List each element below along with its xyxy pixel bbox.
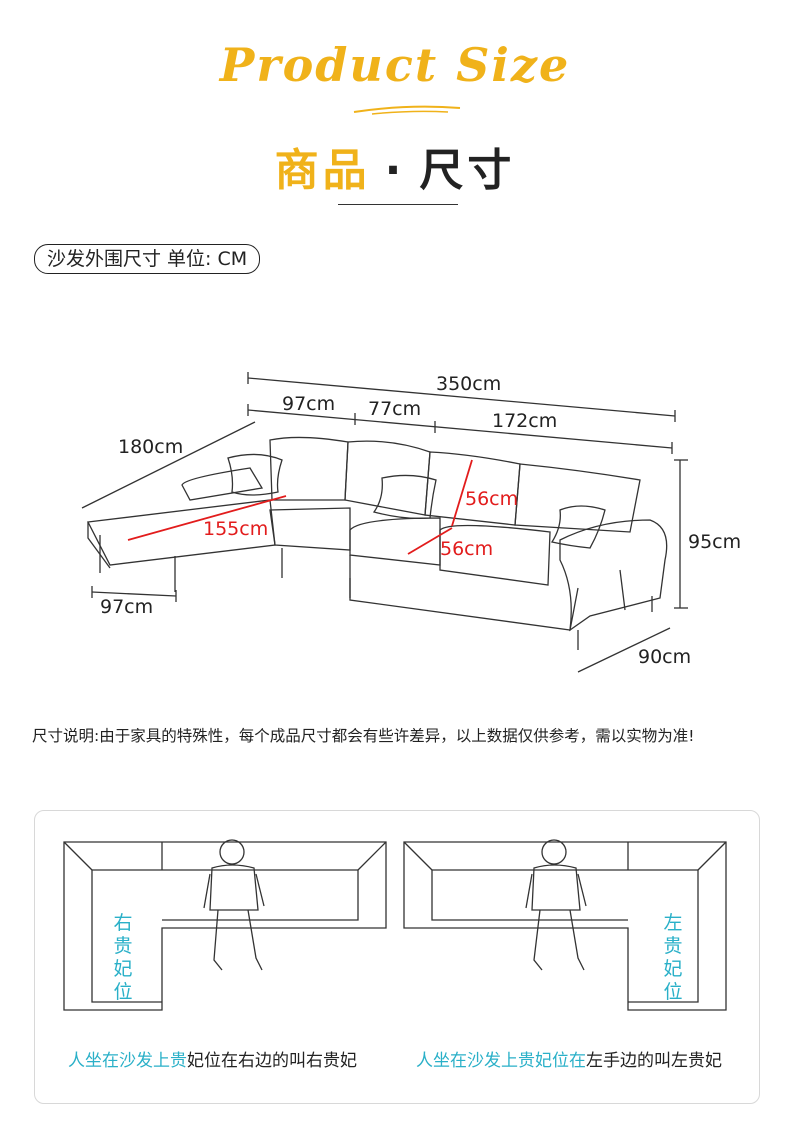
orientation-diagrams [63, 839, 727, 1011]
caption-right-chaise-dark: 妃位在右边的叫右贵妃 [187, 1051, 357, 1071]
label-left-chaise: 左贵妃位 [663, 912, 683, 1003]
dim-seat-depth: 56cm [440, 538, 494, 560]
orientation-panel [34, 810, 760, 1104]
title-english: Product Size [219, 38, 571, 92]
unit-badge: 沙发外围尺寸 单位: CM [34, 244, 261, 274]
caption-right-chaise-teal: 人坐在沙发上贵 [68, 1051, 187, 1071]
dim-segment-2: 77cm [368, 398, 422, 420]
title-cn-part-a: 商品 [274, 145, 371, 196]
title-divider [338, 204, 458, 205]
dim-back-height: 56cm [465, 488, 519, 510]
label-right-chaise: 右贵妃位 [113, 912, 133, 1003]
title-underline-flourish [353, 105, 461, 115]
dim-chaise-length: 180cm [118, 436, 184, 458]
title-cn-dot: · [384, 145, 406, 196]
sofa-drawing [81, 372, 688, 673]
dim-depth: 90cm [638, 646, 692, 668]
dim-chaise-width: 97cm [100, 596, 154, 618]
caption-left-chaise: 人坐在沙发上贵妃位在左手边的叫左贵妃 [416, 1046, 722, 1071]
title-cn-part-b: 尺寸 [419, 145, 516, 196]
size-disclaimer: 尺寸说明:由于家具的特殊性，每个成品尺寸都会有些许差异，以上数据仅供参考，需以实… [32, 727, 695, 745]
caption-left-chaise-teal: 人坐在沙发上贵妃位在 [416, 1051, 586, 1071]
title-chinese: 商品 · 尺寸 [0, 134, 790, 198]
dim-total-width: 350cm [436, 373, 502, 395]
caption-right-chaise: 人坐在沙发上贵妃位在右边的叫右贵妃 [68, 1046, 357, 1071]
dim-segment-1: 97cm [282, 393, 336, 415]
caption-left-chaise-dark: 左手边的叫左贵妃 [586, 1051, 722, 1071]
dim-segment-3: 172cm [492, 410, 558, 432]
dim-height: 95cm [688, 531, 742, 553]
dim-chaise-seat-depth: 155cm [203, 518, 269, 540]
